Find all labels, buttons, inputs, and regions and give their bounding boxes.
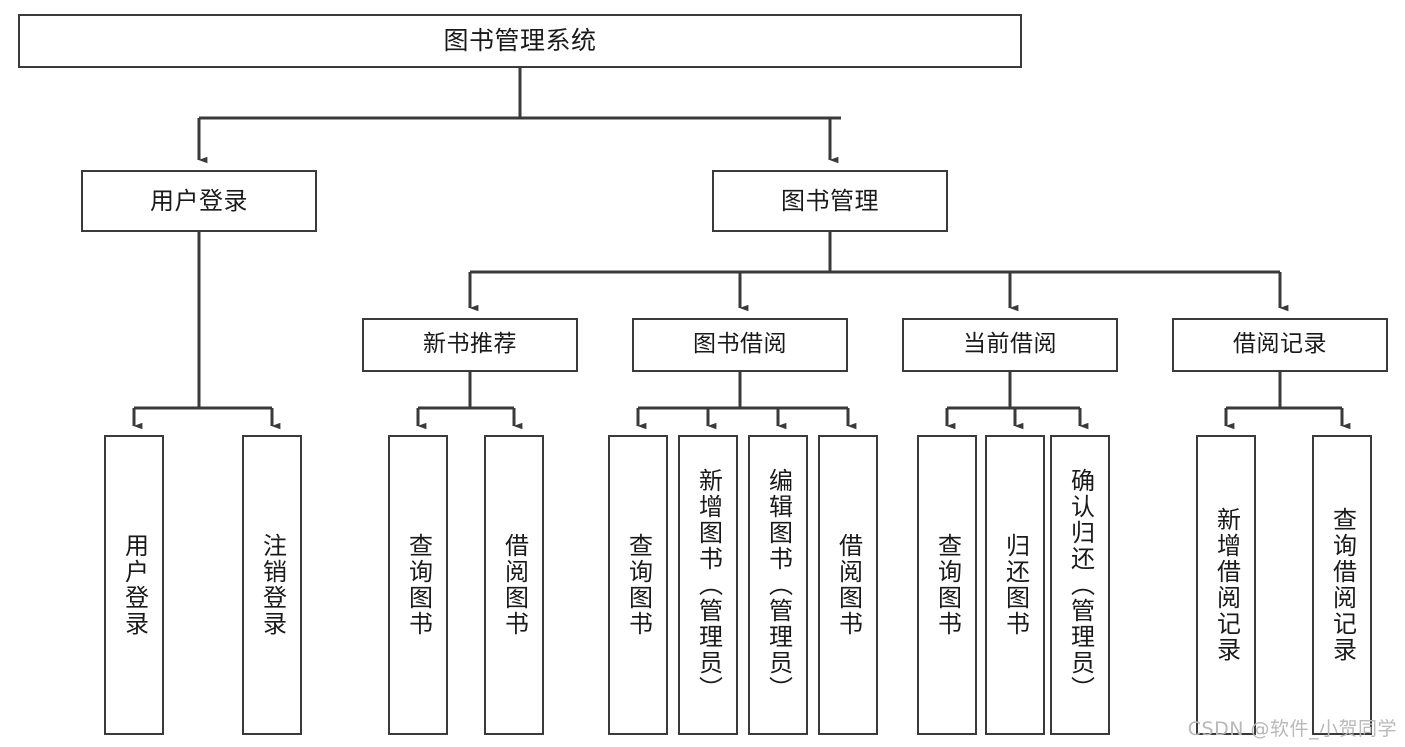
node-current-borrow[interactable]: 当前借阅	[902, 318, 1118, 372]
node-label: 查询借阅记录	[1328, 507, 1357, 663]
node-borrow-records[interactable]: 借阅记录	[1172, 318, 1388, 372]
leaf-borrow-edit-book-admin[interactable]: 编辑图书（管理员）	[748, 435, 808, 735]
leaf-records-add-record[interactable]: 新增借阅记录	[1196, 435, 1256, 735]
node-label: 图书借阅	[693, 331, 787, 358]
node-label: 编辑图书（管理员）	[764, 468, 793, 702]
node-label: 当前借阅	[963, 331, 1057, 358]
leaf-newbook-query-book[interactable]: 查询图书	[388, 435, 448, 735]
leaf-user-login[interactable]: 用户登录	[104, 435, 164, 735]
node-label: 确认归还（管理员）	[1066, 468, 1095, 702]
node-label: 图书管理系统	[443, 26, 597, 56]
node-book-management[interactable]: 图书管理	[712, 170, 948, 232]
leaf-borrow-add-book-admin[interactable]: 新增图书（管理员）	[678, 435, 738, 735]
node-label: 借阅记录	[1233, 331, 1327, 358]
node-user-login[interactable]: 用户登录	[81, 170, 317, 232]
node-label: 查询图书	[933, 533, 962, 637]
node-label: 注销登录	[258, 533, 287, 637]
node-label: 用户登录	[150, 186, 248, 215]
leaf-borrow-lend-book[interactable]: 借阅图书	[818, 435, 878, 735]
node-root-system[interactable]: 图书管理系统	[18, 14, 1022, 68]
node-label: 新书推荐	[423, 331, 517, 358]
leaf-current-query-book[interactable]: 查询图书	[917, 435, 977, 735]
node-label: 图书管理	[781, 186, 879, 215]
node-label: 新增借阅记录	[1212, 507, 1241, 663]
node-label: 借阅图书	[834, 533, 863, 637]
node-book-borrow[interactable]: 图书借阅	[632, 318, 848, 372]
node-label: 查询图书	[624, 533, 653, 637]
leaf-newbook-borrow-book[interactable]: 借阅图书	[484, 435, 544, 735]
leaf-current-confirm-return-admin[interactable]: 确认归还（管理员）	[1050, 435, 1110, 735]
leaf-records-query-record[interactable]: 查询借阅记录	[1312, 435, 1372, 735]
leaf-borrow-query-book[interactable]: 查询图书	[608, 435, 668, 735]
leaf-user-logout[interactable]: 注销登录	[242, 435, 302, 735]
node-label: 归还图书	[1001, 533, 1030, 637]
node-label: 用户登录	[120, 533, 149, 637]
node-label: 借阅图书	[500, 533, 529, 637]
node-label: 新增图书（管理员）	[694, 468, 723, 702]
leaf-current-return-book[interactable]: 归还图书	[985, 435, 1045, 735]
node-new-book-recommend[interactable]: 新书推荐	[362, 318, 578, 372]
node-label: 查询图书	[404, 533, 433, 637]
